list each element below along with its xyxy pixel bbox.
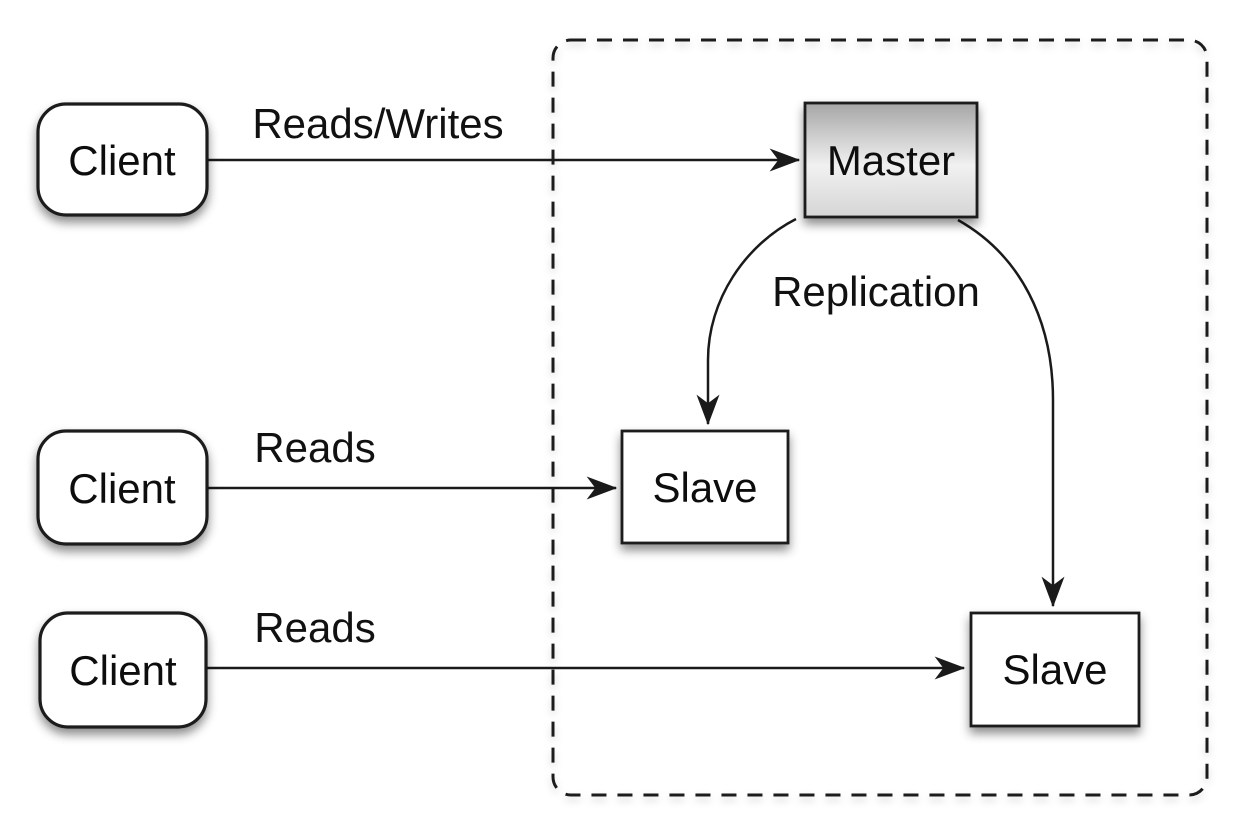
node-slave-1: Slave: [620, 429, 790, 545]
edge-label-reads-3: Reads: [254, 604, 375, 651]
edge-curve-master-to-slave1: [696, 217, 797, 426]
node-client-2-label: Client: [68, 465, 176, 512]
node-slave-1-label: Slave: [652, 464, 757, 511]
node-client-3-label: Client: [69, 647, 177, 694]
node-client-1: Client: [36, 102, 209, 217]
edge-curve-master-to-slave2: [957, 218, 1065, 608]
node-client-3: Client: [38, 611, 208, 729]
node-master-label: Master: [827, 137, 955, 184]
edge-client3-to-slave2: Reads: [206, 604, 966, 680]
edge-label-reads-writes: Reads/Writes: [252, 100, 503, 147]
edge-label-reads-2: Reads: [254, 424, 375, 471]
replication-group-container: [551, 38, 1209, 797]
node-client-1-label: Client: [68, 137, 176, 184]
node-master: Master: [803, 101, 979, 219]
node-client-1-box: [36, 102, 209, 217]
node-client-2-box: [36, 429, 209, 546]
node-slave-2-box: [969, 611, 1141, 728]
node-slave-2: Slave: [969, 611, 1141, 728]
node-client-3-box: [38, 611, 208, 729]
edge-client1-to-master: Reads/Writes: [206, 100, 801, 172]
node-slave-1-box: [620, 429, 790, 545]
edge-client2-to-slave1: Reads: [206, 424, 618, 500]
node-client-2: Client: [36, 429, 209, 546]
node-master-box: [803, 101, 979, 219]
edge-master-to-slaves: Replication: [696, 217, 1065, 608]
node-slave-2-label: Slave: [1002, 646, 1107, 693]
edge-label-replication: Replication: [772, 268, 980, 315]
